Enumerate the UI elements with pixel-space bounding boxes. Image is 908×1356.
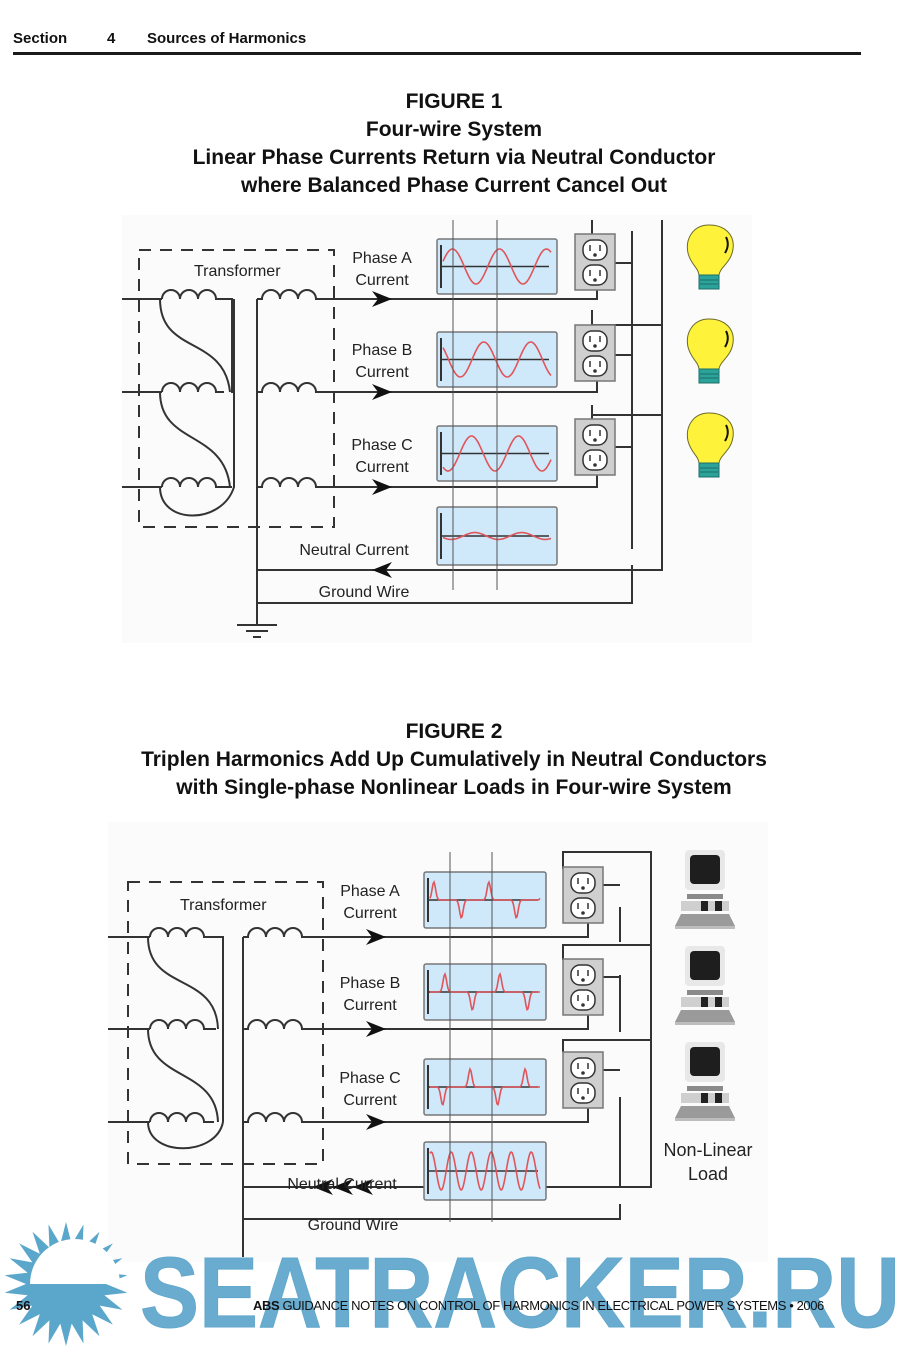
coil-icon [149, 927, 224, 1122]
page-footer: 56 ABS GUIDANCE NOTES ON CONTROL OF HARM… [0, 1290, 908, 1320]
coil-icon [243, 1112, 428, 1123]
probe-lines [449, 852, 493, 1222]
phase-c-label-2: Current [343, 1092, 397, 1109]
phase-b-label: Phase B [352, 342, 412, 359]
figure2-loads [675, 850, 735, 1121]
phase-c-scope [423, 1058, 547, 1116]
computer-icon [675, 850, 735, 929]
non-linear-load-label: Non-Linear [663, 1140, 752, 1160]
phase-a-label-2: Current [343, 905, 397, 922]
current-arrows [372, 291, 392, 578]
phase-a-scope [423, 871, 547, 929]
phase-a-label-2: Current [355, 272, 409, 289]
computer-icon [675, 946, 735, 1025]
publication-line: ABS GUIDANCE NOTES ON CONTROL OF HARMONI… [253, 1298, 824, 1313]
transformer-box [138, 249, 335, 528]
duplex-outlet-icon [574, 324, 616, 382]
figure1-title-line: Four-wire System [365, 118, 543, 141]
section-header: Section 4 Sources of Harmonics [13, 30, 861, 55]
section-title: Sources of Harmonics [147, 30, 307, 47]
arrow-right-icon [366, 1021, 386, 1037]
light-bulb-icon [686, 318, 734, 384]
coil-icon [243, 927, 428, 938]
figure1-number: FIGURE 1 [405, 90, 503, 113]
transformer-box [127, 881, 324, 1165]
phase-c-label: Phase C [339, 1070, 400, 1087]
waveform-trace [430, 971, 540, 1012]
transformer-windings [122, 289, 442, 617]
neutral-scope [423, 1141, 547, 1201]
transformer-label: Transformer [180, 897, 267, 914]
phase-b-label: Phase B [340, 975, 400, 992]
ground-wire-label: Ground Wire [308, 1217, 399, 1234]
figure1-outlets [574, 233, 616, 476]
duplex-outlet-icon [562, 1051, 604, 1109]
figure1-title-line: where Balanced Phase Current Cancel Out [241, 174, 667, 197]
light-bulb-icon [686, 224, 734, 290]
coil-icon [161, 477, 232, 488]
figure1-caption: FIGURE 1 Four-wire System Linear Phase C… [0, 88, 908, 200]
coil-icon [149, 1112, 214, 1123]
neutral-current-label: Neutral Current [287, 1176, 397, 1193]
non-linear-load-label-2: Load [688, 1164, 728, 1184]
coil-icon [161, 289, 233, 393]
transformer-label: Transformer [194, 263, 281, 280]
arrow-left-icon [313, 1179, 333, 1195]
phase-b-scope [423, 963, 547, 1021]
neutral-current-label: Neutral Current [299, 542, 409, 559]
figure2-diagram: Transformer Phase A Current Phase [108, 822, 768, 1262]
transformer-windings [108, 927, 428, 1252]
arrow-right-icon [366, 929, 386, 945]
ground-wire-label: Ground Wire [319, 584, 410, 601]
figure1-loads [686, 224, 734, 478]
figure2-caption: FIGURE 2 Triplen Harmonics Add Up Cumula… [0, 718, 908, 802]
figure2-title-line: Triplen Harmonics Add Up Cumulatively in… [141, 748, 767, 771]
coil-icon [161, 382, 224, 393]
publisher: ABS [253, 1298, 280, 1313]
coil-icon [257, 382, 442, 393]
page-number: 56 [16, 1298, 31, 1313]
current-arrows [313, 929, 386, 1195]
duplex-outlet-icon [574, 233, 616, 291]
arrow-right-icon [372, 291, 392, 307]
phase-c-label: Phase C [351, 437, 412, 454]
section-label: Section [13, 30, 68, 47]
phase-b-label-2: Current [343, 997, 397, 1014]
coil-icon [257, 477, 442, 488]
phase-b-label-2: Current [355, 364, 409, 381]
coil-icon [149, 1019, 216, 1030]
duplex-outlet-icon [562, 866, 604, 924]
waveform-trace [429, 1150, 541, 1192]
duplex-outlet-icon [574, 418, 616, 476]
arrow-right-icon [372, 479, 392, 495]
coil-icon [243, 1019, 428, 1030]
light-bulb-icon [686, 412, 734, 478]
waveform-trace [429, 879, 541, 920]
arrow-right-icon [366, 1114, 386, 1130]
section-number: 4 [107, 30, 116, 47]
figure1-title-line: Linear Phase Currents Return via Neutral… [192, 146, 716, 169]
figure2-outlets [562, 866, 604, 1109]
arrow-left-icon [372, 562, 392, 578]
arrow-left-icon [333, 1179, 353, 1195]
phase-a-label: Phase A [352, 250, 412, 267]
coil-icon [257, 289, 442, 300]
arrow-right-icon [372, 384, 392, 400]
figure2-title-line: with Single-phase Nonlinear Loads in Fou… [176, 776, 732, 799]
figure1-diagram: Transformer [122, 215, 752, 643]
arrow-left-icon [353, 1179, 373, 1195]
waveform-trace [430, 1066, 540, 1107]
figure2-scopes [423, 871, 547, 1201]
phase-c-label-2: Current [355, 459, 409, 476]
computer-icon [675, 1042, 735, 1121]
probe-lines [452, 220, 498, 590]
phase-a-label: Phase A [340, 883, 400, 900]
figure2-number: FIGURE 2 [405, 720, 503, 743]
duplex-outlet-icon [562, 958, 604, 1016]
publication-title: GUIDANCE NOTES ON CONTROL OF HARMONICS I… [282, 1298, 824, 1313]
